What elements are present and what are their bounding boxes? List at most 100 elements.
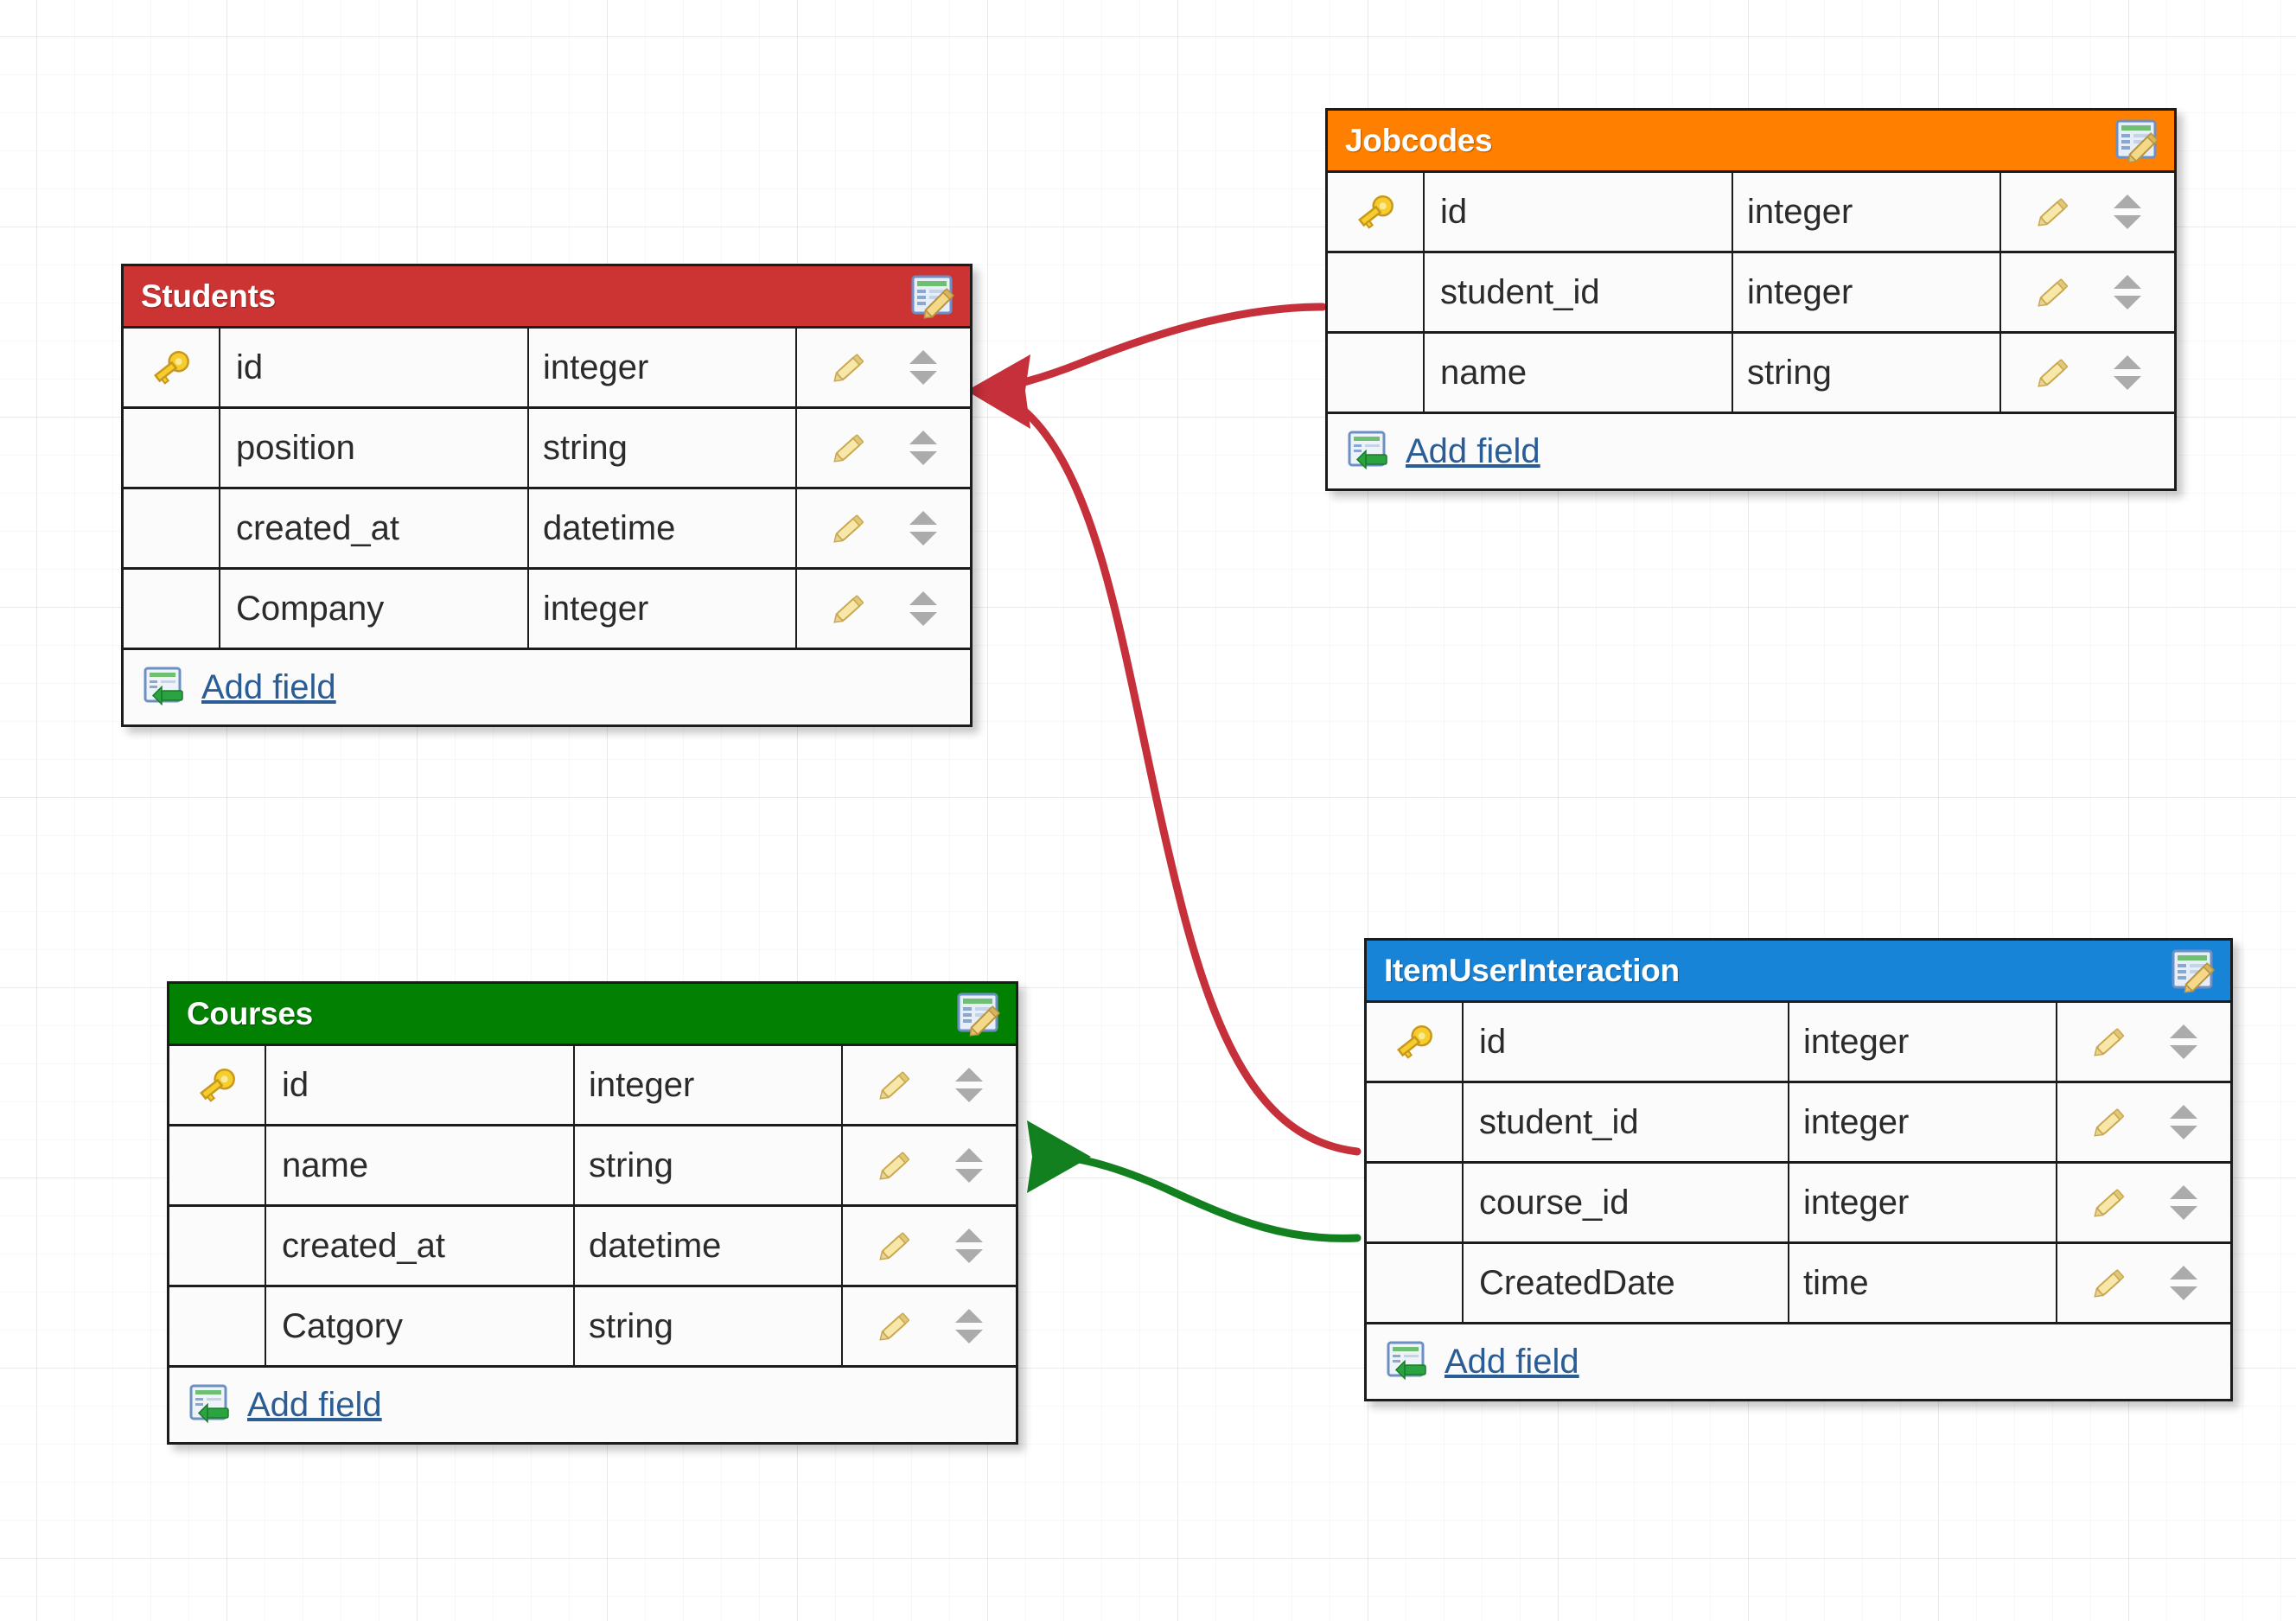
pencil-icon[interactable] (2031, 350, 2076, 395)
pencil-icon[interactable] (826, 345, 871, 390)
field-name: id (266, 1046, 575, 1124)
add-field-row[interactable]: Add field (124, 650, 970, 724)
table-row[interactable]: student_id integer (1328, 253, 2174, 334)
field-name: student_id (1464, 1083, 1789, 1161)
key-icon (1391, 1024, 1438, 1060)
field-actions (2001, 253, 2174, 331)
field-name: Company (220, 570, 529, 648)
sort-updown-icon[interactable] (2166, 1260, 2201, 1305)
entity-table-itemuserinteraction[interactable]: ItemUserInteraction (1364, 938, 2233, 1401)
sort-updown-icon[interactable] (952, 1304, 986, 1349)
field-type: string (575, 1126, 843, 1204)
table-row[interactable]: id integer (124, 329, 970, 409)
field-actions (843, 1046, 1016, 1124)
entity-table-students[interactable]: Students (121, 264, 973, 727)
table-edit-icon[interactable] (909, 272, 958, 321)
key-icon (1352, 194, 1399, 230)
add-field-link[interactable]: Add field (247, 1385, 382, 1424)
field-type: integer (1789, 1003, 2057, 1081)
field-name: created_at (220, 489, 529, 567)
table-insert-row-icon (143, 665, 188, 710)
primary-key-cell (169, 1046, 266, 1124)
primary-key-cell (124, 409, 220, 487)
pencil-icon[interactable] (2087, 1100, 2132, 1145)
sort-updown-icon[interactable] (906, 506, 941, 551)
field-type: string (1733, 334, 2001, 412)
field-type: integer (1789, 1083, 2057, 1161)
table-row[interactable]: id integer (169, 1046, 1016, 1126)
table-row[interactable]: student_id integer (1367, 1083, 2230, 1164)
relation-itemuserinteraction-to-students (981, 386, 1362, 1156)
sort-updown-icon[interactable] (952, 1223, 986, 1268)
field-actions (2057, 1164, 2230, 1241)
pencil-icon[interactable] (872, 1304, 917, 1349)
add-field-link[interactable]: Add field (201, 667, 336, 706)
sort-updown-icon[interactable] (906, 586, 941, 631)
add-field-link[interactable]: Add field (1406, 431, 1540, 470)
table-row[interactable]: name string (169, 1126, 1016, 1207)
sort-updown-icon[interactable] (906, 425, 941, 470)
table-edit-icon[interactable] (2170, 947, 2218, 995)
field-actions (2001, 334, 2174, 412)
relation-arrowhead-courses (1027, 1120, 1091, 1193)
sort-updown-icon[interactable] (2110, 270, 2145, 315)
add-field-row[interactable]: Add field (169, 1368, 1016, 1442)
field-type: string (575, 1287, 843, 1365)
entity-table-jobcodes[interactable]: Jobcodes (1325, 108, 2177, 491)
pencil-icon[interactable] (872, 1223, 917, 1268)
add-field-link[interactable]: Add field (1445, 1342, 1579, 1381)
entity-header-courses: Courses (169, 984, 1016, 1046)
pencil-icon[interactable] (872, 1063, 917, 1107)
field-name: name (266, 1126, 575, 1204)
entity-title: Students (141, 278, 276, 314)
table-row[interactable]: Catgory string (169, 1287, 1016, 1368)
sort-updown-icon[interactable] (952, 1143, 986, 1188)
sort-updown-icon[interactable] (952, 1063, 986, 1107)
sort-updown-icon[interactable] (2166, 1019, 2201, 1064)
field-actions (2057, 1244, 2230, 1322)
table-insert-row-icon (1347, 429, 1392, 474)
table-row[interactable]: created_at datetime (169, 1207, 1016, 1287)
field-name: name (1425, 334, 1733, 412)
table-edit-icon[interactable] (2114, 117, 2162, 165)
pencil-icon[interactable] (2087, 1260, 2132, 1305)
relation-arrowhead-students (966, 354, 1030, 429)
add-field-row[interactable]: Add field (1367, 1324, 2230, 1399)
pencil-icon[interactable] (872, 1143, 917, 1188)
table-row[interactable]: id integer (1367, 1003, 2230, 1083)
primary-key-cell (169, 1287, 266, 1365)
field-type: integer (575, 1046, 843, 1124)
table-row[interactable]: course_id integer (1367, 1164, 2230, 1244)
entity-title: Jobcodes (1345, 122, 1493, 158)
sort-updown-icon[interactable] (2110, 350, 2145, 395)
add-field-row[interactable]: Add field (1328, 414, 2174, 488)
sort-updown-icon[interactable] (2166, 1180, 2201, 1225)
pencil-icon[interactable] (2087, 1019, 2132, 1064)
primary-key-cell (1367, 1083, 1464, 1161)
sort-updown-icon[interactable] (2166, 1100, 2201, 1145)
pencil-icon[interactable] (2031, 270, 2076, 315)
table-row[interactable]: CreatedDate time (1367, 1244, 2230, 1324)
table-row[interactable]: created_at datetime (124, 489, 970, 570)
pencil-icon[interactable] (826, 425, 871, 470)
sort-updown-icon[interactable] (906, 345, 941, 390)
sort-updown-icon[interactable] (2110, 189, 2145, 234)
table-row[interactable]: position string (124, 409, 970, 489)
table-row[interactable]: name string (1328, 334, 2174, 414)
pencil-icon[interactable] (826, 506, 871, 551)
key-icon (148, 349, 195, 386)
pencil-icon[interactable] (2087, 1180, 2132, 1225)
entity-table-courses[interactable]: Courses (167, 981, 1018, 1445)
table-edit-icon[interactable] (955, 990, 1004, 1038)
table-row[interactable]: id integer (1328, 173, 2174, 253)
field-type: integer (1733, 253, 2001, 331)
field-name: student_id (1425, 253, 1733, 331)
field-name: Catgory (266, 1287, 575, 1365)
table-row[interactable]: Company integer (124, 570, 970, 650)
primary-key-cell (124, 329, 220, 406)
field-name: id (1425, 173, 1733, 251)
field-type: datetime (529, 489, 797, 567)
field-actions (843, 1287, 1016, 1365)
pencil-icon[interactable] (826, 586, 871, 631)
pencil-icon[interactable] (2031, 189, 2076, 234)
